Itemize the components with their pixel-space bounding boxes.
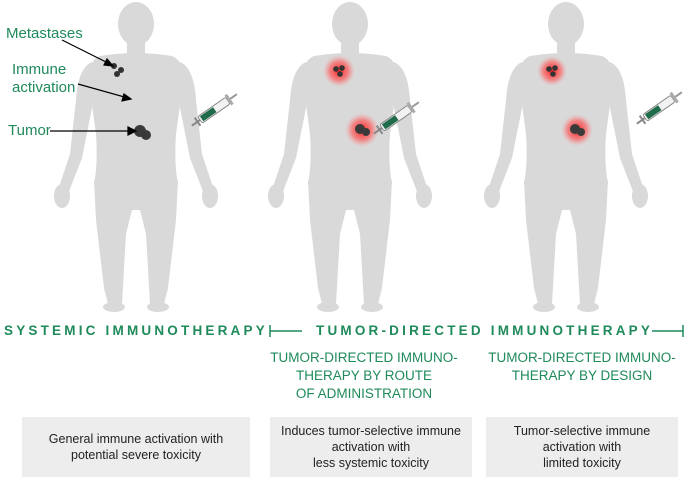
metastases-glow [537,56,567,86]
tumor-icon [570,124,585,136]
tumor-icon [134,125,151,140]
header-systemic: SYSTEMIC IMMUNOTHERAPY [4,323,268,338]
metastases-icon [111,63,124,77]
box-route: Induces tumor-selective immune activatio… [270,417,472,477]
syringe-icon [632,86,685,130]
subheader-route: TUMOR-DIRECTED IMMUNO- THERAPY BY ROUTE … [268,349,460,403]
box-design: Tumor-selective immune activation with l… [486,417,678,477]
figure-route [268,2,432,312]
metastases-icon [546,65,558,77]
figure-systemic [50,2,241,312]
box-route-line: less systemic toxicity [313,456,429,470]
box-systemic-line: General immune activation with [48,432,224,446]
body-silhouette-2 [268,2,432,312]
subheader-design: TUMOR-DIRECTED IMMUNO- THERAPY BY DESIGN [486,349,678,385]
box-route-line: activation with [331,440,411,454]
box-design-line: activation with [542,440,622,454]
box-route-line: Induces tumor-selective immune [281,424,461,438]
figure-design [484,2,685,312]
label-tumor: Tumor [8,122,51,139]
box-design-line: limited toxicity [543,456,621,470]
box-systemic-line: potential severe toxicity [71,448,201,462]
label-metastases: Metastases [6,25,83,42]
tumor-icon [355,124,370,136]
box-systemic: General immune activation with potential… [22,417,250,477]
body-silhouette-3 [484,2,648,312]
subheader-design-line: TUMOR-DIRECTED IMMUNO- [488,350,676,365]
subheader-design-line: THERAPY BY DESIGN [511,368,653,383]
subheader-route-line: TUMOR-DIRECTED IMMUNO- [270,350,458,365]
label-immune-activation: Immune activation [12,61,76,96]
subheader-route-line: THERAPY BY ROUTE [295,368,433,383]
header-tumor-directed: TUMOR-DIRECTED IMMUNOTHERAPY [316,323,654,338]
box-design-line: Tumor-selective immune [513,424,651,438]
header-bracket [269,325,684,337]
metastases-icon [333,65,345,77]
metastases-glow [323,55,355,87]
leader-lines [50,39,138,136]
subheader-route-line: OF ADMINISTRATION [295,386,433,401]
